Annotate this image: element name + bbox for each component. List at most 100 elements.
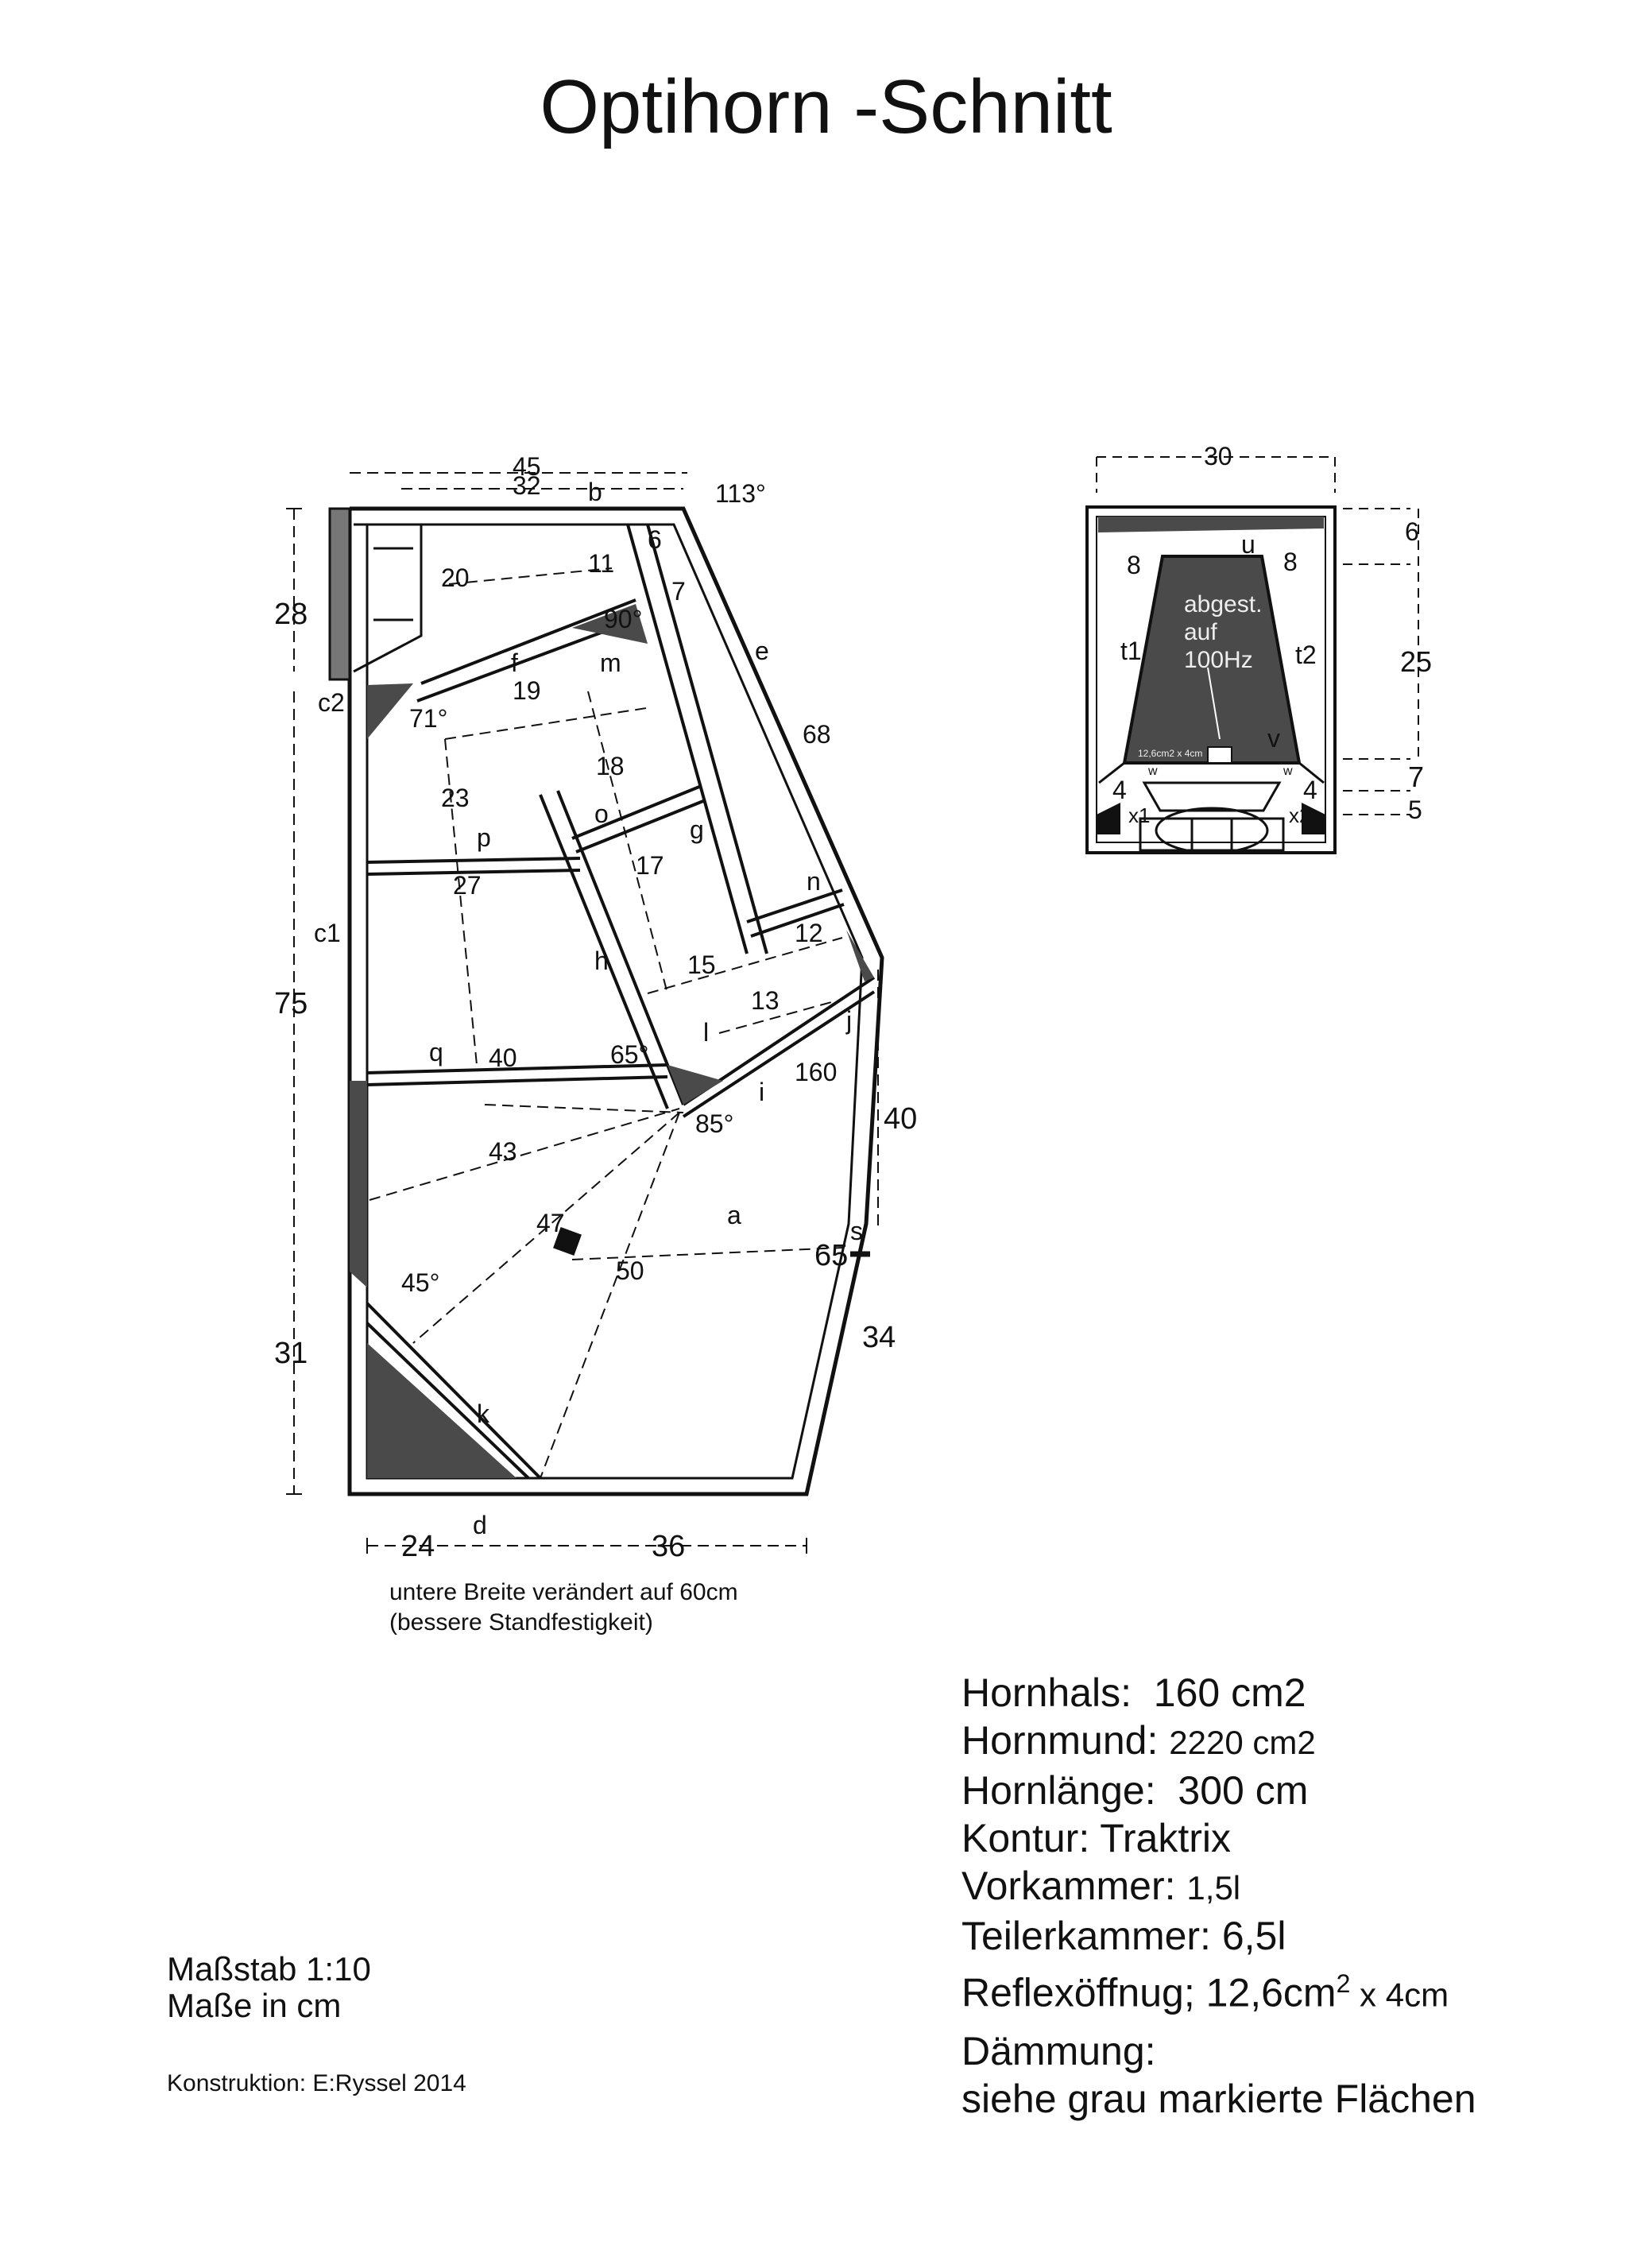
dim-28: 28 [274, 598, 308, 631]
spec-hornmund-value: 2220 cm2 [1169, 1724, 1316, 1761]
front-inner-text-2: auf [1184, 619, 1217, 645]
label-d: d [473, 1511, 487, 1539]
dim-18: 18 [596, 752, 625, 780]
label-l: l [703, 1018, 709, 1047]
front-port-label: 12,6cm2 x 4cm [1138, 748, 1202, 759]
spec-hornmund-label: Hornmund: [961, 1718, 1159, 1763]
credit: Konstruktion: E:Ryssel 2014 [167, 2070, 466, 2096]
dim-27: 27 [453, 871, 482, 900]
dim-23: 23 [441, 784, 470, 812]
spec-hornlaenge-value: 300 [1178, 1768, 1244, 1813]
specifications: Hornhals: 160 cm2 Hornmund: 2220 cm2 Hor… [961, 1669, 1476, 2123]
front-view: 30 6 25 7 5 8 8 4 4 u t1 t2 v x1 x2 w w … [1085, 442, 1432, 854]
dim-43: 43 [489, 1137, 517, 1166]
label-n: n [807, 867, 821, 896]
front-label-u: u [1241, 530, 1255, 559]
dim-11: 11 [588, 549, 614, 578]
front-inner-text-3: 100Hz [1184, 647, 1253, 673]
label-k: k [477, 1399, 490, 1428]
dim-7: 7 [671, 577, 686, 606]
front-dim-4b: 4 [1303, 776, 1317, 804]
label-p: p [477, 823, 491, 852]
spec-reflex: Reflexöffnug; 12,6cm2 x 4cm [961, 1960, 1476, 2019]
scale-info: Maßstab 1:10 Maße in cm [167, 1951, 371, 2024]
spec-vorkammer-value: 1,5l [1186, 1869, 1241, 1907]
front-dim-7: 7 [1408, 761, 1424, 793]
front-label-v: v [1267, 724, 1280, 753]
spec-hornlaenge-unit: cm [1255, 1768, 1309, 1813]
dim-31: 31 [274, 1337, 308, 1370]
front-dim-8a: 8 [1127, 551, 1141, 579]
label-j: j [845, 1006, 852, 1035]
front-inner-text-1: abgest. [1184, 591, 1262, 617]
reference-marker [553, 1227, 582, 1256]
spec-teilerkammer: Teilerkammer: 6,5l [961, 1914, 1286, 1958]
angle-71: 71° [409, 704, 447, 733]
spec-hornhals-label: Hornhals: [961, 1670, 1132, 1715]
dim-24: 24 [401, 1530, 435, 1563]
front-dim-25: 25 [1400, 645, 1432, 678]
front-dim-8b: 8 [1283, 548, 1298, 576]
spec-daemmung-1: Dämmung: [961, 2028, 1156, 2073]
dim-160: 160 [795, 1058, 837, 1086]
damping-areas [350, 604, 874, 1478]
label-g: g [690, 815, 704, 844]
label-c2: c2 [318, 688, 345, 717]
label-q: q [429, 1038, 443, 1066]
angle-65: 65° [610, 1040, 648, 1069]
label-e: e [755, 637, 769, 665]
label-i: i [759, 1078, 764, 1106]
angle-85: 85° [695, 1109, 733, 1138]
spec-reflex-sup: 2 [1336, 1969, 1351, 1998]
angle-113: 113° [715, 479, 766, 508]
scale-line-1: Maßstab 1:10 [167, 1950, 371, 1988]
dim-17: 17 [636, 851, 664, 880]
front-label-t2: t2 [1295, 641, 1317, 669]
spec-hornlaenge-label: Hornlänge: [961, 1768, 1156, 1813]
spec-kontur: Kontur: Traktrix [961, 1816, 1231, 1860]
angle-45: 45° [401, 1268, 439, 1297]
front-dim-4a: 4 [1112, 776, 1127, 804]
dim-40: 40 [884, 1102, 917, 1136]
dim-13: 13 [751, 986, 780, 1015]
front-label-w2: w [1283, 765, 1293, 778]
label-h: h [594, 946, 609, 975]
label-f: f [511, 648, 518, 677]
page-title: Optihorn -Schnitt [540, 64, 1112, 149]
label-o: o [594, 799, 609, 828]
dim-6: 6 [648, 525, 662, 554]
width-note-line-2: (bessere Standfestigkeit) [389, 1609, 653, 1636]
dim-75: 75 [274, 987, 308, 1020]
horn-panels [366, 524, 876, 1480]
dim-36: 36 [652, 1530, 685, 1563]
spec-hornlaenge: Hornlänge: 300 cm [961, 1767, 1476, 1814]
label-c1: c1 [314, 919, 341, 947]
front-dim-5: 5 [1408, 796, 1422, 824]
dim-45: 45 [513, 452, 541, 481]
dim-15: 15 [687, 950, 716, 979]
dim-47: 47 [536, 1209, 565, 1237]
dim-65: 65 [814, 1239, 848, 1272]
front-label-x1: x1 [1128, 803, 1150, 827]
dim-12: 12 [795, 919, 823, 947]
spec-hornhals: Hornhals: 160 cm2 [961, 1669, 1476, 1717]
label-m: m [600, 648, 621, 677]
dim-20: 20 [441, 563, 470, 592]
dim-34: 34 [862, 1321, 896, 1354]
front-dim-6: 6 [1405, 517, 1419, 546]
front-label-x2: x2 [1289, 803, 1310, 827]
spec-vorkammer-label: Vorkammer: [961, 1864, 1176, 1908]
width-note: untere Breite verändert auf 60cm (besser… [389, 1577, 738, 1638]
spec-hornmund: Hornmund: 2220 cm2 [961, 1717, 1476, 1767]
section-dimension-texts: 45 32 113° 28 75 31 40 34 24 36 20 11 6 … [274, 452, 917, 1563]
dimension-lines [293, 472, 879, 1547]
spec-reflex-label: Reflexöffnug; 12,6cm [961, 1970, 1337, 2015]
label-b: b [588, 478, 602, 506]
front-label-w1: w [1147, 765, 1158, 778]
dim-32: 32 [513, 471, 541, 500]
section-part-labels: b c2 c1 e f m o g p n h l j q i a s k d [314, 478, 863, 1539]
dim-68: 68 [803, 720, 831, 749]
width-note-line-1: untere Breite verändert auf 60cm [389, 1579, 738, 1605]
spec-daemmung-2: siehe grau markierte Flächen [961, 2076, 1476, 2121]
